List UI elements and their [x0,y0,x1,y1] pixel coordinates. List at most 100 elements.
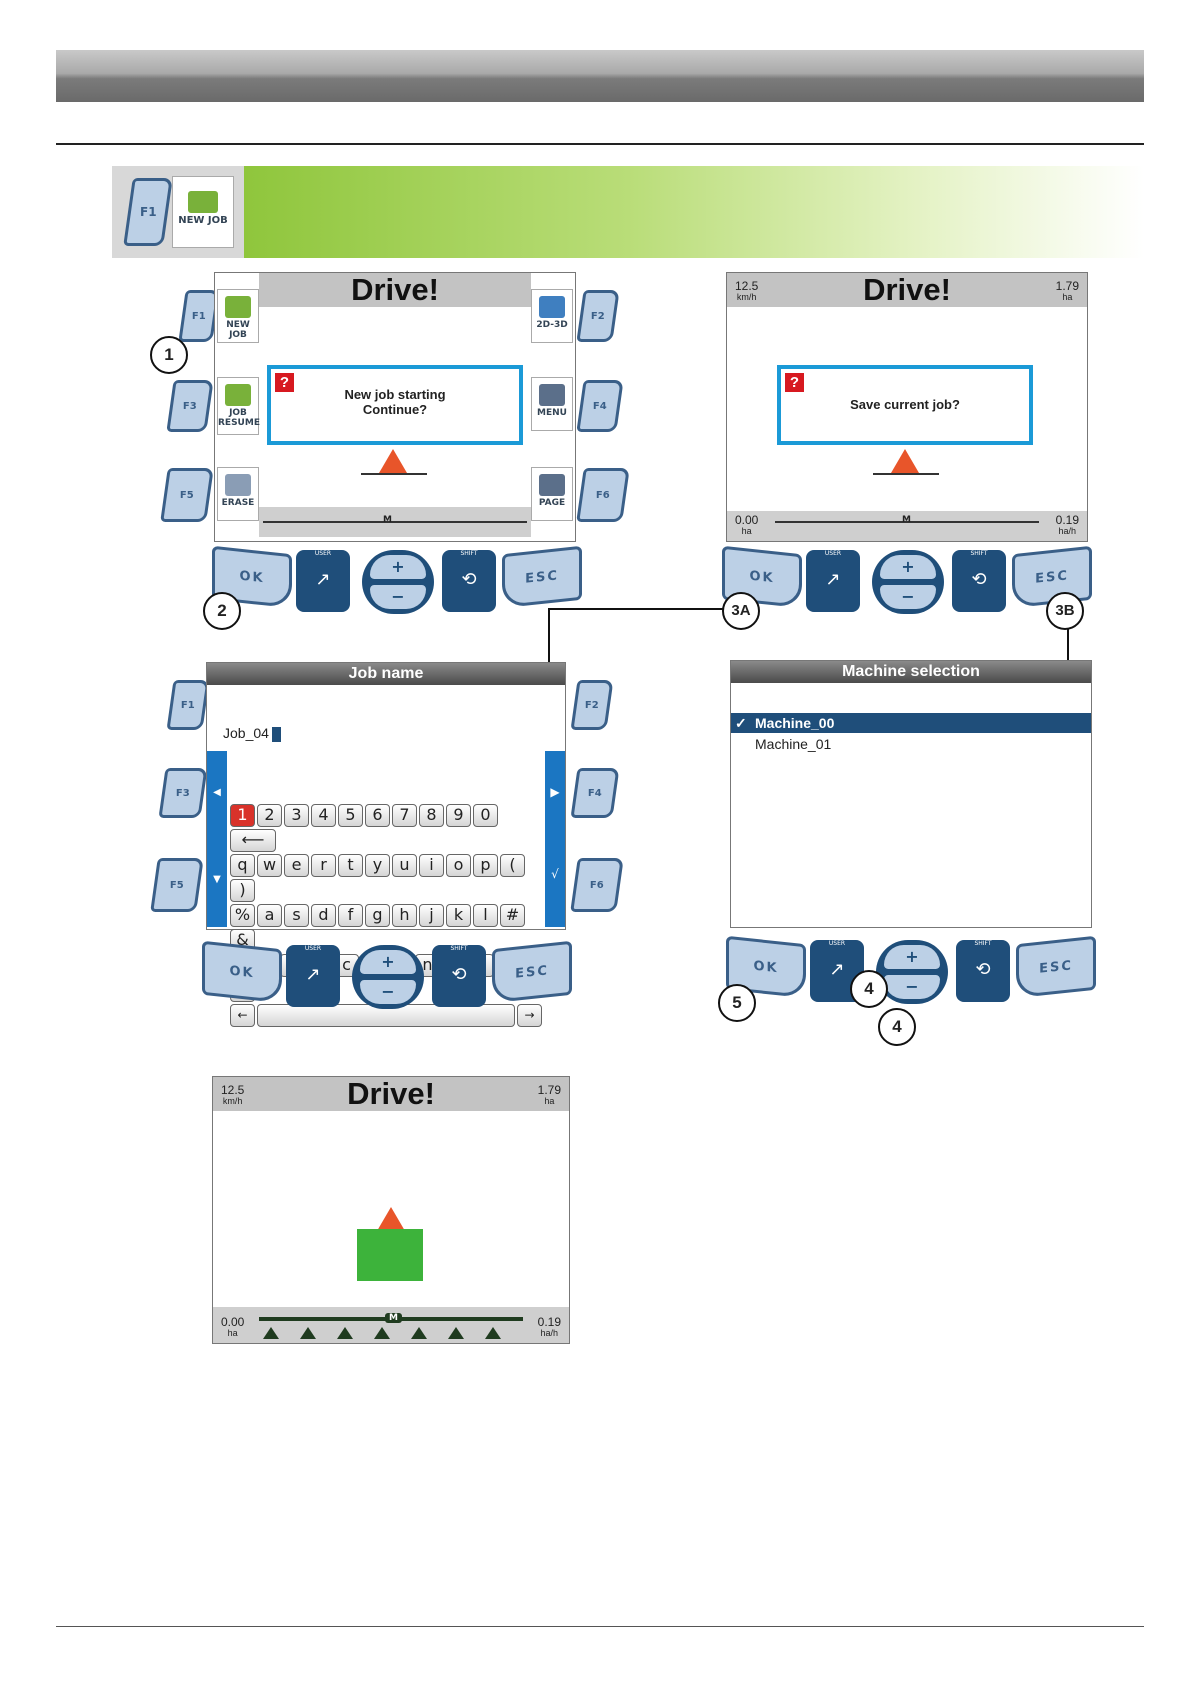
key-g[interactable]: g [365,904,390,927]
key-a[interactable]: a [257,904,282,927]
key-k[interactable]: k [446,904,471,927]
key-9[interactable]: 9 [446,804,471,827]
key-⟵[interactable]: ⟵ [230,829,276,852]
shift-button[interactable]: SHIFT ⟲ [952,550,1006,612]
minus-button[interactable]: − [880,585,936,609]
key-f[interactable]: f [338,904,363,927]
connector-line [548,608,724,610]
key-4[interactable]: 4 [311,804,336,827]
key-5[interactable]: 5 [338,804,363,827]
key-w[interactable]: w [257,854,282,877]
key-e[interactable]: e [284,854,309,877]
key-q[interactable]: q [230,854,255,877]
key-0[interactable]: 0 [473,804,498,827]
key-y[interactable]: y [365,854,390,877]
softkey-menu[interactable]: MENU [531,377,573,431]
shift-button[interactable]: SHIFT⟲ [956,940,1010,1002]
key-p[interactable]: p [473,854,498,877]
user-button[interactable]: USER↗ [286,945,340,1007]
softkey-new-job[interactable]: NEW JOB [217,289,259,343]
plus-button[interactable]: + [370,555,426,579]
f5-key[interactable]: F5 [150,858,204,912]
f2-key[interactable]: F2 [570,680,614,730]
user-button[interactable]: USER↗ [810,940,864,1002]
softkey-label: JOB RESUME [218,408,260,428]
minus-button[interactable]: − [370,585,426,609]
key-j[interactable]: j [419,904,444,927]
key-s[interactable]: s [284,904,309,927]
updown-rocker: + − [352,945,424,1009]
shift-label: SHIFT [970,550,988,557]
cursor-left-key[interactable]: ← [230,1004,255,1027]
plus-button[interactable]: + [880,555,936,579]
esc-button[interactable]: ESC [492,940,572,1004]
softkey-2d-3d[interactable]: 2D-3D [531,289,573,343]
key-h[interactable]: h [392,904,417,927]
shift-button[interactable]: SHIFT⟲ [442,550,496,612]
confirm-dialog: ? New job starting Continue? [267,365,523,445]
f6-key[interactable]: F6 [576,468,630,522]
covered-area [357,1229,423,1281]
key-o[interactable]: o [446,854,471,877]
f5-key[interactable]: F5 [160,468,214,522]
confirm-check-icon[interactable]: √ [551,867,559,881]
key-8[interactable]: 8 [419,804,444,827]
connector-line [1067,628,1069,662]
key-l[interactable]: l [473,904,498,927]
key-%[interactable]: % [230,904,255,927]
dialog-line2: Continue? [362,402,428,417]
key-)[interactable]: ) [230,879,255,902]
key-([interactable]: ( [500,854,525,877]
ok-button[interactable]: OK [202,940,282,1004]
key-u[interactable]: u [392,854,417,877]
softkey-erase[interactable]: ERASE [217,467,259,521]
f3-key[interactable]: F3 [166,380,214,432]
f6-key[interactable]: F6 [570,858,624,912]
softkey-job-resume[interactable]: JOB RESUME [217,377,260,435]
key-3[interactable]: 3 [284,804,309,827]
esc-button[interactable]: ESC [502,545,582,609]
plus-button[interactable]: + [884,945,940,969]
2d-3d-icon [539,296,565,318]
plus-button[interactable]: + [360,950,416,974]
key-#[interactable]: # [500,904,525,927]
softkey-page[interactable]: PAGE [531,467,573,521]
minus-button[interactable]: − [360,980,416,1004]
job-name-field[interactable]: Job_04 [223,725,281,742]
shift-label: SHIFT [460,550,478,557]
user-button[interactable]: USER↗ [296,550,350,612]
user-button[interactable]: USER↗ [806,550,860,612]
boom-line [263,521,527,523]
arrow-right-icon: ▶ [550,785,560,799]
updown-rocker: + − [362,550,434,614]
boom-master-label: M [383,515,392,525]
esc-button[interactable]: ESC [1016,935,1096,999]
updown-rocker: + − [872,550,944,614]
key-d[interactable]: d [311,904,336,927]
left-scroll-bar[interactable]: ◀▼ [207,751,227,927]
shift-icon: ⟲ [971,569,987,590]
key-i[interactable]: i [419,854,444,877]
list-item-machine-01[interactable]: Machine_01 [731,734,1091,754]
boom-sections [263,1325,519,1339]
new-job-tile: NEW JOB [172,176,234,248]
key-2[interactable]: 2 [257,804,282,827]
f1-key[interactable]: F1 [166,680,210,730]
f2-key[interactable]: F2 [576,290,620,342]
list-item-machine-00[interactable]: ✓Machine_00 [731,713,1091,733]
key-6[interactable]: 6 [365,804,390,827]
minus-button[interactable]: − [884,975,940,999]
f4-key[interactable]: F4 [576,380,624,432]
erase-icon [225,474,251,496]
screen3-group: F1 F3 F5 F2 F4 F6 Job name Job_04 ◀▼ ▶√ … [150,662,630,1027]
key-1[interactable]: 1 [230,804,255,827]
f4-key[interactable]: F4 [570,768,620,818]
shift-button[interactable]: SHIFT⟲ [432,945,486,1007]
key-7[interactable]: 7 [392,804,417,827]
shift-label: SHIFT [974,940,992,947]
cursor-right-key[interactable]: → [517,1004,542,1027]
f3-key[interactable]: F3 [158,768,208,818]
key-r[interactable]: r [311,854,336,877]
key-t[interactable]: t [338,854,363,877]
right-scroll-bar[interactable]: ▶√ [545,751,565,927]
